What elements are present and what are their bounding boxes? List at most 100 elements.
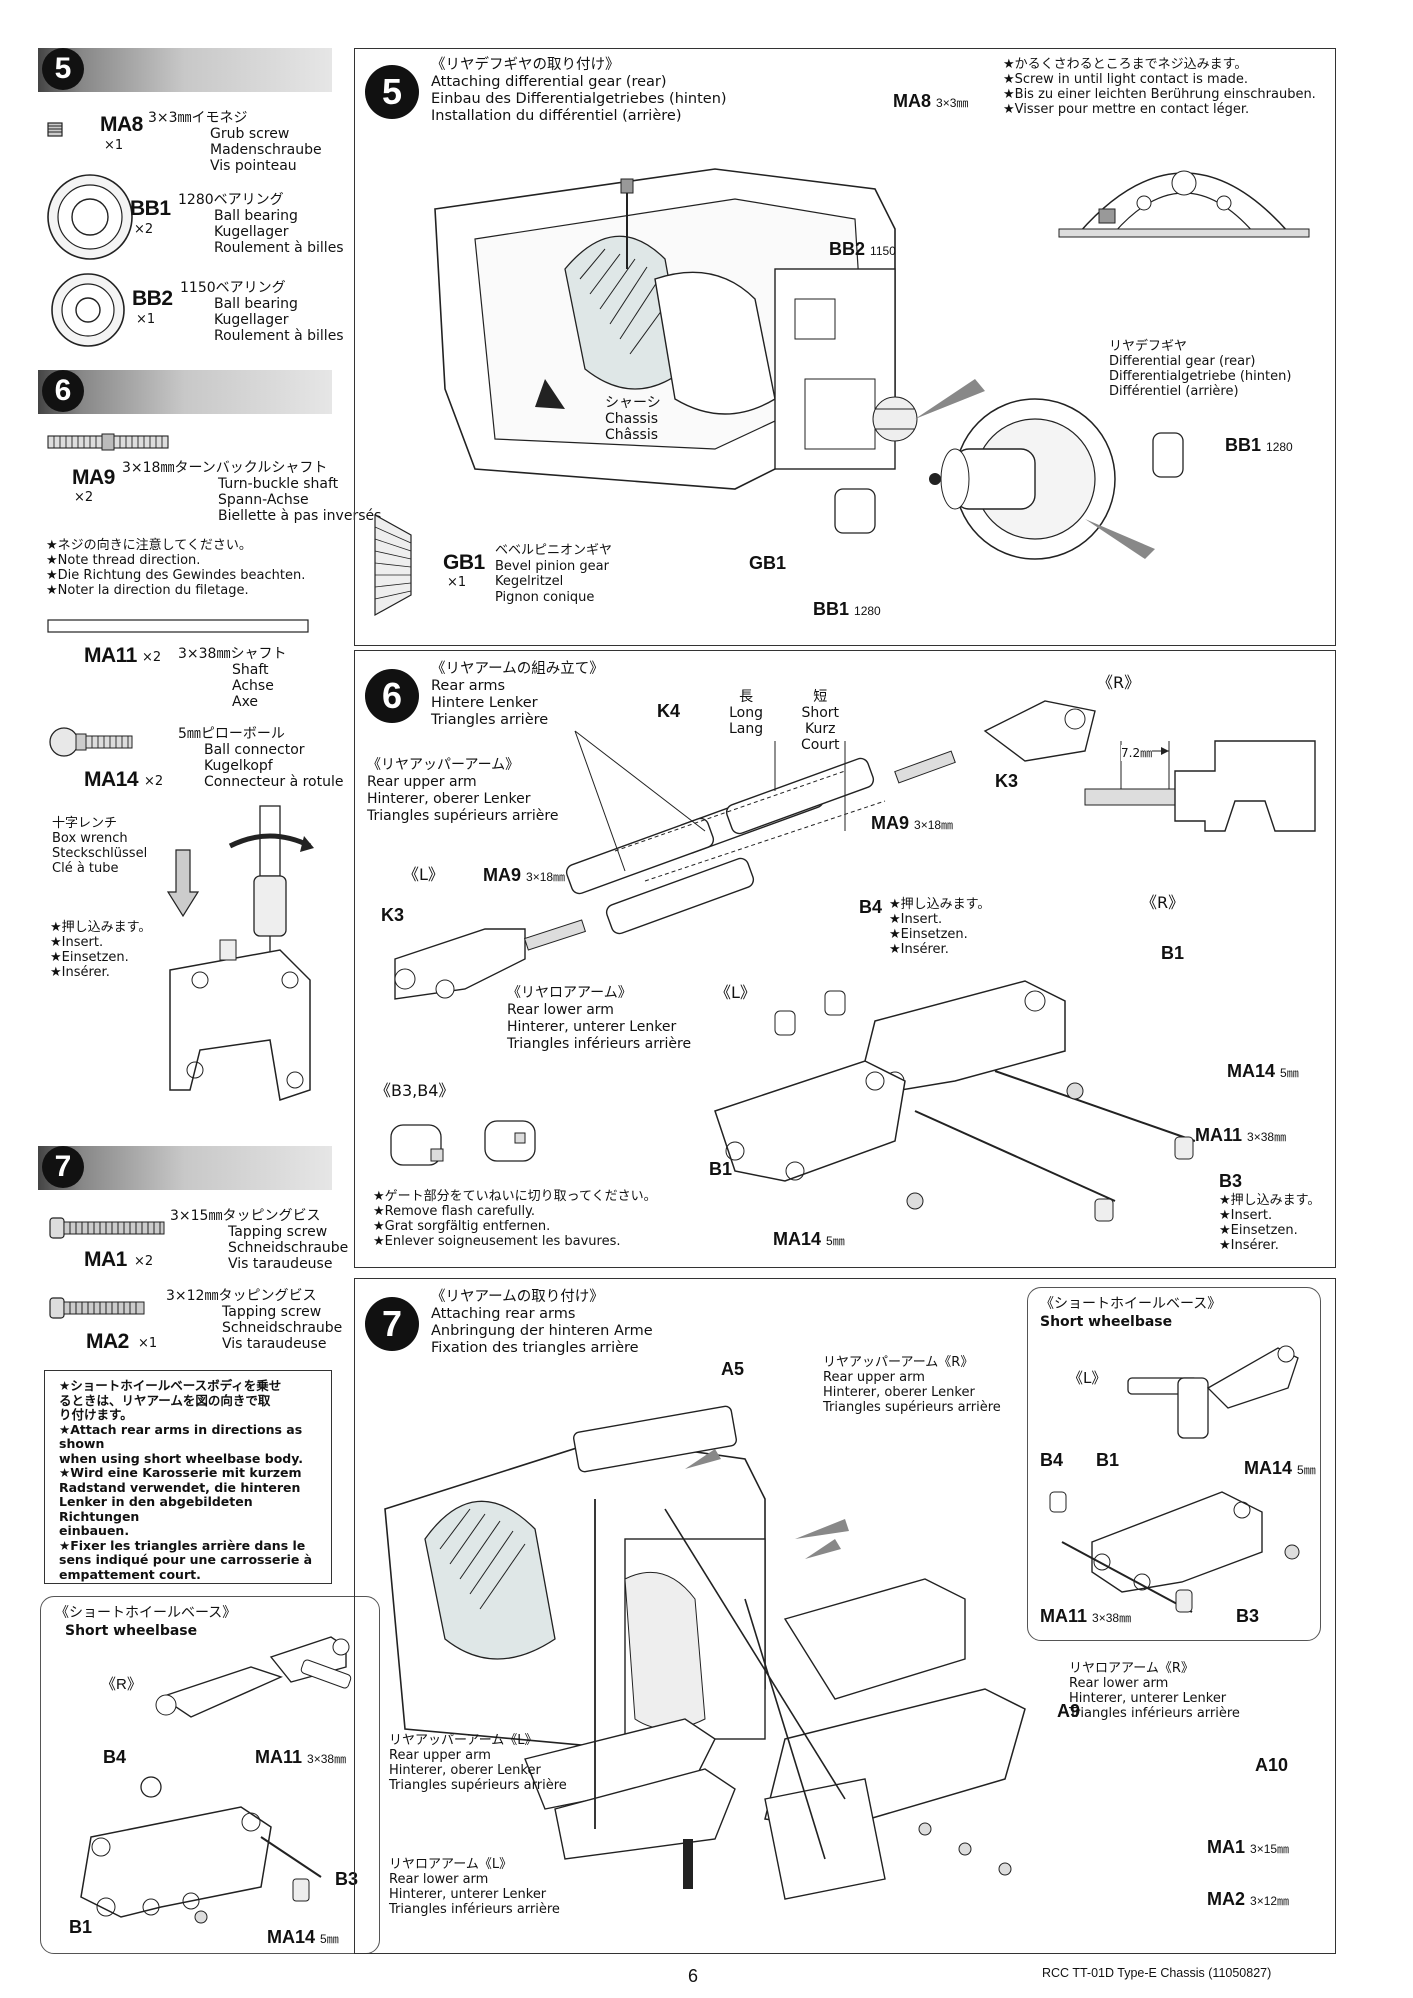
panel-6-flash-note: ★ゲート部分をていねいに切り取ってください。★Remove flash care…: [373, 1189, 657, 1249]
panel-6-b1-left: B1: [709, 1159, 733, 1179]
swb-right-b3: B3: [1236, 1606, 1260, 1626]
short-wheelbase-note-text: ★ショートホイールベースボディを乗せるときは、リヤアームを図の向きで取り付けます…: [59, 1378, 313, 1582]
swb-right-ma11: MA11 3×38㎜: [1040, 1606, 1132, 1626]
page-number: 6: [688, 1966, 699, 1986]
panel-5-bb1-right-label: BB1 1280: [1225, 435, 1293, 455]
panel-5-gb1-label: GB1: [749, 553, 787, 573]
panel-5-bb1-bottom-label: BB1 1280: [813, 599, 881, 619]
panel-6-b3b4-label: 《B3,B4》: [375, 1081, 455, 1100]
swb-right-lower-arm-drawing: [1049, 1491, 1300, 1613]
grub-screw-icon: [47, 122, 63, 137]
panel-6-r-top: 《R》: [1097, 673, 1141, 692]
step-6-panel: 6 《リヤアームの組み立て》 Rear arms Hintere Lenker …: [354, 650, 1336, 1268]
panel-6-k3-right: K3: [995, 771, 1019, 791]
bb1-desc: 1280ベアリング Ball bearing Kugellager Roulem…: [178, 192, 344, 256]
panel-6-number: 6: [365, 669, 419, 723]
panel-6-b1-right: B1: [1161, 943, 1185, 963]
rear-arm-installation-drawing: [384, 1405, 1026, 1900]
b3-b4-flash-detail-drawing: [390, 1120, 536, 1166]
bevel-pinion-gear-icon: [374, 513, 412, 617]
short-wheelbase-inset-right: 《ショートホイールベース》 Short wheelbase 《L》 B4 B1 …: [1027, 1287, 1321, 1641]
ball-connector-icon: [49, 727, 133, 757]
panel-7-a5-label: A5: [721, 1359, 745, 1379]
swb-right-title-en: Short wheelbase: [1040, 1314, 1173, 1330]
panel-5-screw-note: ★かるくさわるところまでネジ込みます。 ★Screw in until ligh…: [1003, 57, 1316, 117]
ma9-qty: ×2: [74, 490, 94, 505]
ma11-qty: ×2: [142, 650, 162, 665]
swb-left-b3: B3: [335, 1869, 359, 1889]
ma11-code: MA11: [84, 644, 137, 667]
tapping-screw-12-icon: [49, 1297, 145, 1319]
box-wrench-label: 十字レンチ Box wrench Steckschlüssel Clé à tu…: [52, 816, 148, 876]
insert-note: ★押し込みます。 ★Insert. ★Einsetzen. ★Insérer.: [50, 920, 152, 980]
swb-left-ma14: MA14 5㎜: [267, 1927, 339, 1947]
swb-right-upper-arm-drawing: [1127, 1345, 1299, 1439]
swb-left-b1: B1: [69, 1917, 93, 1937]
panel-7-a9-label: A9: [1057, 1701, 1081, 1721]
ma1-desc: 3×15㎜タッピングビス Tapping screw Schneidschrau…: [170, 1208, 349, 1272]
box-wrench-icon: [228, 805, 314, 956]
panel-6-b4-label: B4: [859, 897, 883, 917]
step-6-header-bar: [38, 370, 332, 414]
panel-6-k3-left: K3: [381, 905, 405, 925]
tapping-screw-15-icon: [49, 1217, 165, 1239]
panel-5-gb1-part-qty: ×1: [447, 575, 467, 590]
ma2-code: MA2: [86, 1330, 129, 1353]
panel-6-b3-label: B3: [1219, 1171, 1243, 1191]
swb-right-title-jp: 《ショートホイールベース》: [1040, 1296, 1222, 1312]
panel-6-ma11-label: MA11 3×38㎜: [1195, 1125, 1287, 1145]
panel-5-gb1-part-desc: ベベルピニオンギヤ Bevel pinion gear Kegelritzel …: [495, 543, 613, 605]
panel-6-b3-insert-note: ★押し込みます。★Insert.★Einsetzen.★Insérer.: [1219, 1193, 1321, 1253]
panel-6-ma9-left: MA9 3×18㎜: [483, 865, 566, 885]
bb2-qty: ×1: [136, 312, 156, 327]
ma2-qty: ×1: [138, 1336, 158, 1351]
panel-6-title: 《リヤアームの組み立て》 Rear arms Hintere Lenker Tr…: [431, 661, 604, 728]
rear-lower-arm-assembly-drawing: [714, 980, 1196, 1222]
rear-chassis-gearbox-drawing: [434, 168, 896, 490]
panel-6-l-lower: 《L》: [715, 983, 756, 1002]
panel-5-title: 《リヤデフギヤの取り付け》 Attaching differential gea…: [431, 57, 727, 124]
panel-6-dim-label: 7.2㎜: [1121, 745, 1153, 761]
ma8-desc: 3×3㎜イモネジ Grub screw Madenschraube Vis po…: [148, 110, 322, 174]
rear-upper-arm-assembly-drawing: [565, 700, 1096, 935]
turnbuckle-shaft-icon: [47, 433, 169, 451]
arm-ball-connector-drawing: [169, 939, 311, 1101]
ma9-desc: 3×18㎜ターンバックルシャフト Turn-buckle shaft Spann…: [122, 460, 382, 524]
rear-differential-gear-drawing: [834, 379, 1184, 560]
panel-5-number: 5: [365, 65, 419, 119]
panel-6-upper-arm-label: 《リヤアッパーアーム》 Rear upper arm Hinterer, obe…: [367, 757, 559, 824]
step-7-number: 7: [42, 1146, 84, 1188]
short-wheelbase-note-box: ★ショートホイールベースボディを乗せるときは、リヤアームを図の向きで取り付けます…: [44, 1370, 332, 1584]
ma14-desc: 5㎜ピローボール Ball connector Kugelkopf Connec…: [178, 726, 344, 790]
shaft-icon: [47, 619, 309, 633]
ma1-qty: ×2: [134, 1254, 154, 1269]
panel-6-ma14-right: MA14 5㎜: [1227, 1061, 1299, 1081]
step-5-panel: 5 《リヤデフギヤの取り付け》 Attaching differential g…: [354, 48, 1336, 646]
ma2-desc: 3×12㎜タッピングビス Tapping screw Schneidschrau…: [166, 1288, 343, 1352]
ball-bearing-1150-icon: [51, 273, 125, 347]
panel-7-ma2-label: MA2 3×12㎜: [1207, 1889, 1290, 1909]
panel-6-k4-label: K4: [657, 701, 681, 721]
step-7-header-bar: [38, 1146, 332, 1190]
swb-left-upper-arm-drawing: [155, 1636, 352, 1718]
panel-5-chassis-label: シャーシ Chassis Châssis: [605, 395, 661, 443]
insert-arrow-icon: [166, 849, 200, 918]
swb-right-b4: B4: [1040, 1450, 1064, 1470]
panel-7-ma1-label: MA1 3×15㎜: [1207, 1837, 1290, 1857]
bb2-desc: 1150ベアリング Ball bearing Kugellager Roulem…: [180, 280, 344, 344]
panel-5-gb1-part-code: GB1: [443, 551, 485, 574]
step-6-number: 6: [42, 370, 84, 412]
short-wheelbase-inset-left: 《ショートホイールベース》 Short wheelbase 《R》 B4 MA1…: [40, 1596, 380, 1954]
ma1-code: MA1: [84, 1248, 127, 1271]
panel-6-l-top: 《L》: [403, 865, 444, 884]
panel-5-ma8-label: MA8 3×3㎜: [893, 91, 969, 111]
panel-7-number: 7: [365, 1297, 419, 1351]
